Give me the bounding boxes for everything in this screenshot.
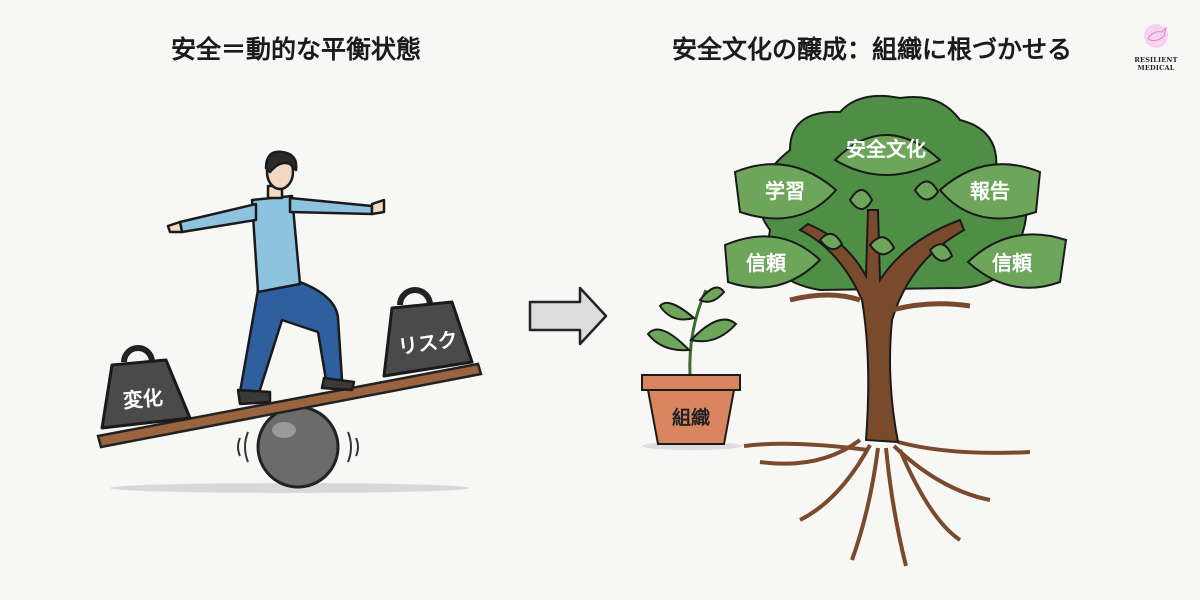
balancing-person <box>166 150 386 406</box>
leaf-label-upper-left: 学習 <box>765 179 805 203</box>
pot-label: 組織 <box>672 406 710 429</box>
left-title: 安全＝動的な平衡状態 <box>170 35 422 64</box>
leaf-label-lower-left: 信頼 <box>746 251 787 275</box>
logo: RESILIENT MEDICAL <box>1118 22 1194 72</box>
leaf-label-top: 安全文化 <box>846 137 926 161</box>
ball <box>237 405 359 489</box>
arrow-right-icon <box>528 286 608 346</box>
weight-right <box>382 287 474 378</box>
right-title: 安全文化の醸成：組織に根づかせる <box>671 35 1073 64</box>
weight-left-label: 変化 <box>122 385 164 412</box>
weight-left <box>100 345 192 430</box>
logo-text: RESILIENT MEDICAL <box>1134 56 1178 72</box>
leaf-label-upper-right: 報告 <box>970 179 1010 203</box>
sapling <box>641 286 742 450</box>
tree <box>723 94 1068 567</box>
balance-scene: 変化 リスク <box>96 150 483 493</box>
leaf-label-lower-right: 信頼 <box>992 251 1033 275</box>
dove-icon <box>1144 24 1168 48</box>
